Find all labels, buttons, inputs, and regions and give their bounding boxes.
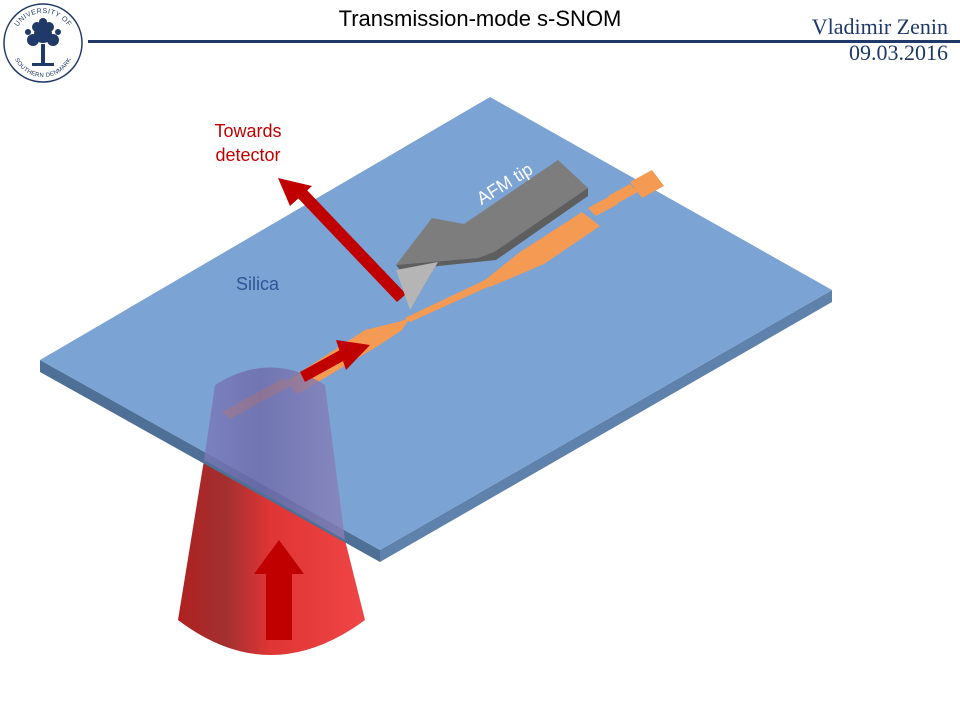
author-block: Vladimir Zenin 09.03.2016 [812,14,948,66]
laser-cone-through-plate [204,367,345,540]
gold-taper-right [485,212,600,287]
header-rule [88,40,960,43]
author-name: Vladimir Zenin [811,14,948,39]
afm-tip-cone-shade [410,262,438,310]
date: 09.03.2016 [849,40,948,65]
page-title: Transmission-mode s-SNOM [338,6,622,31]
university-logo: UNIVERSITY OF SOUTHERN DENMARK [3,3,83,83]
afm-tip-cone [396,262,438,310]
silica-label: Silica [236,274,280,294]
substrate-edge-right [380,290,832,562]
detector-arrow [278,178,406,302]
afm-tip-arrow-shadow [396,188,588,270]
tree-icon [25,18,61,66]
grating-right [588,170,664,216]
gold-neck [405,280,490,322]
detector-label-line1: Towards [214,121,282,141]
detector-label-line2: detector [215,145,281,165]
afm-tip-arrow-body [396,160,588,265]
silica-substrate [40,97,832,550]
detector-label: Towards detector [208,119,288,167]
incident-beam-arrow [254,540,304,640]
coupling-arrow [300,340,370,382]
